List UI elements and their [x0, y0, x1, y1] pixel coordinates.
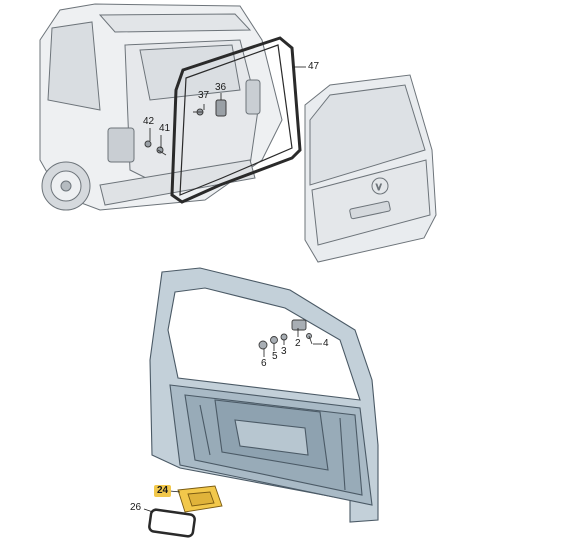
callout-36: 36	[215, 82, 227, 93]
callout-47: 47	[308, 61, 320, 72]
hinge-parts	[258, 319, 313, 350]
tailgate-exterior: V	[304, 74, 437, 263]
callout-2: 2	[295, 338, 301, 349]
callout-leaders-bottom	[143, 328, 322, 513]
callout-5: 5	[272, 351, 278, 362]
callout-4: 4	[323, 338, 329, 349]
callout-26: 26	[130, 502, 142, 513]
latch-parts	[144, 99, 227, 156]
svg-text:V: V	[376, 183, 382, 192]
tailgate-inner-frame	[149, 267, 379, 523]
tailgate-seal	[170, 36, 302, 204]
callout-6: 6	[261, 358, 267, 369]
callout-leaders-top	[149, 66, 306, 148]
callout-41: 41	[159, 123, 171, 134]
gasket-part-26	[148, 508, 196, 538]
handle-part-24	[177, 485, 223, 513]
callout-3: 3	[281, 346, 287, 357]
callout-24: 24	[154, 485, 172, 497]
vehicle-rear-body	[39, 3, 283, 211]
callout-42: 42	[143, 116, 155, 127]
callout-37: 37	[198, 90, 210, 101]
